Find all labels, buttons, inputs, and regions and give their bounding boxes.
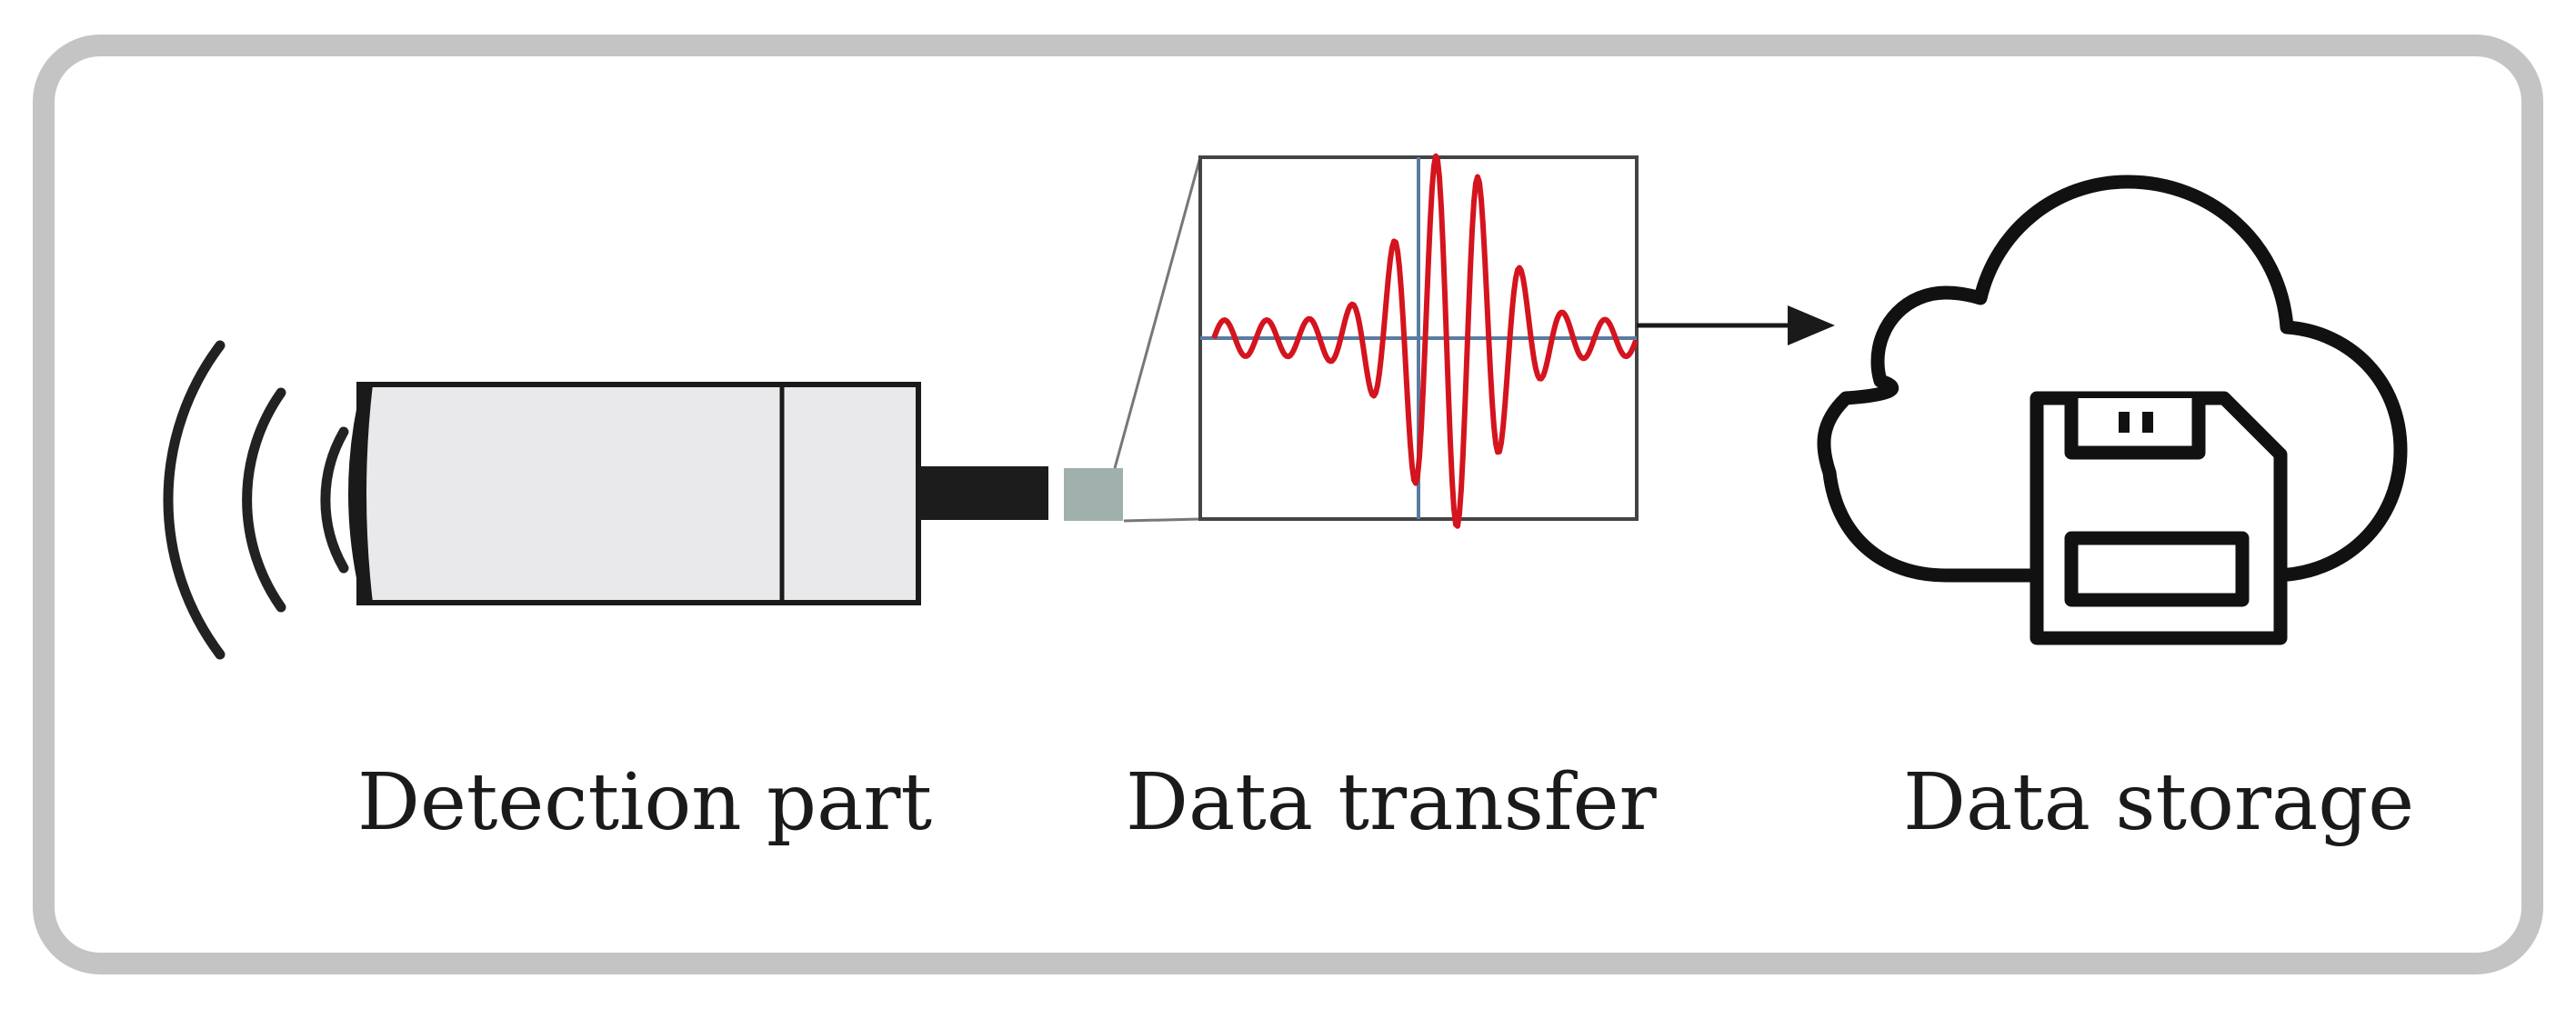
signal-wave-middle: [242, 387, 286, 613]
signal-wave-inner: [320, 426, 349, 574]
zoom-guides: [1113, 156, 1202, 523]
label-data-transfer: Data transfer: [1126, 757, 1657, 848]
signal-wave-outer: [163, 340, 226, 660]
floppy-shutter: [2064, 398, 2206, 460]
waveform-signal: [1211, 153, 1639, 529]
signal-waves-icon: [163, 340, 349, 660]
sensor-lens: [348, 385, 373, 603]
floppy-disk-icon: [2030, 391, 2288, 645]
label-detection-part: Detection part: [357, 757, 933, 848]
detection-sensor: [348, 382, 1123, 605]
sensor-connector: [1064, 468, 1123, 521]
sensor-body: [356, 382, 921, 605]
sensor-cable: [918, 466, 1048, 520]
floppy-label: [2064, 531, 2250, 607]
waveform-panel: [1198, 153, 1639, 529]
label-data-storage: Data storage: [1903, 757, 2415, 848]
transfer-arrow: [1637, 305, 1835, 345]
